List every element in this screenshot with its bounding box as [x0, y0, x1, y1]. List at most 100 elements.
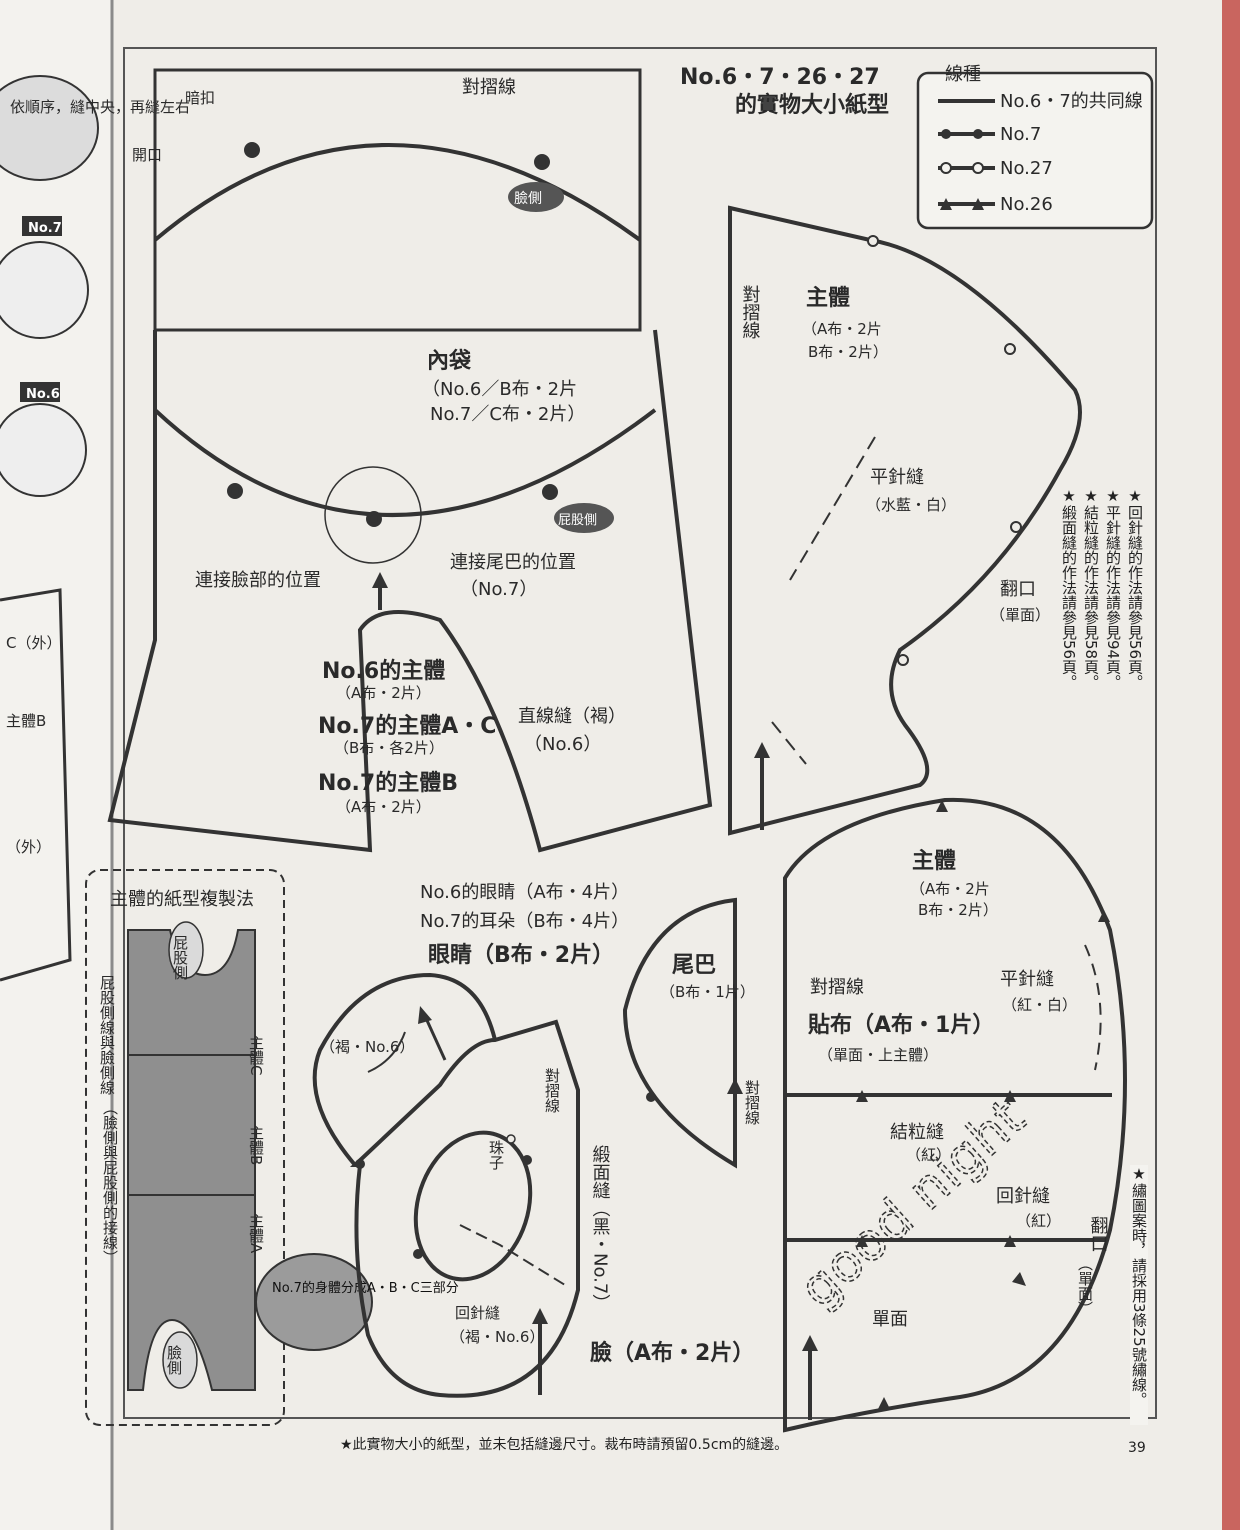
- pattern-frame: [123, 47, 1157, 1419]
- legend-item-3: No.27: [1000, 158, 1053, 179]
- body27-running: 平針縫: [1000, 969, 1054, 990]
- legend-dot-2: [973, 129, 983, 139]
- body26-piece: [728, 205, 1082, 836]
- legend-dot-1: [941, 129, 951, 139]
- copy-face-side: 臉側: [165, 1345, 183, 1375]
- left-outer1: C（外）: [6, 634, 61, 652]
- eyes-line2: No.7的耳朵（B布・4片）: [420, 911, 629, 932]
- back-stitch-face: [459, 1224, 566, 1286]
- body27-tri-7: [1012, 1272, 1026, 1286]
- pupil-circle: [506, 1134, 516, 1144]
- side-note-4: ★緞面縫的作法請參見56頁。: [1060, 487, 1078, 690]
- eyes-face: 臉（A布・2片）: [590, 1340, 754, 1366]
- eyes-line3: 眼睛（B布・2片）: [428, 942, 614, 968]
- eyelashes: [367, 1031, 406, 1073]
- copy-face-bubble: [162, 1331, 198, 1389]
- tail-piece: [622, 897, 737, 1169]
- body7ac-label: No.7的主體A・C: [318, 713, 496, 739]
- embroidery-note: ★繡圖案時，請採用3條25號繡線。: [1130, 1165, 1148, 1425]
- left-bubble-text: 依順序，縫中央，再縫左右: [10, 98, 190, 116]
- body6-sub: （A布・2片）: [336, 684, 431, 702]
- grain-arrow-eye-head: [418, 1006, 432, 1024]
- body6-label: No.6的主體: [322, 658, 445, 684]
- grain-arrow-27-head: [802, 1335, 818, 1351]
- body7ac-sub: （B布・各2片）: [334, 739, 444, 757]
- body27-sub2: B布・2片）: [918, 901, 998, 919]
- copy-bubble-text: No.7的身體分成A・B・C三部分: [272, 1280, 459, 1296]
- body27-tri-6: [1004, 1235, 1016, 1247]
- eyes-fold: 對摺線: [543, 1068, 561, 1113]
- body26-sub1: （A布・2片: [802, 320, 882, 338]
- eyes-line1: No.6的眼睛（A布・4片）: [420, 882, 629, 903]
- legend-box: [916, 71, 1154, 230]
- legend-item-4: No.26: [1000, 194, 1053, 215]
- body27-tri-5: [856, 1235, 868, 1247]
- copy-left-note1: 屁股側線與臉側線: [98, 975, 116, 1095]
- face-side-bubble: [508, 182, 564, 212]
- body26-circle-1: [867, 235, 879, 247]
- body26-opening: 翻口: [1000, 579, 1036, 600]
- body26-running-color: （水藍・白）: [866, 496, 956, 514]
- bottom-side-bubble: [554, 503, 614, 533]
- snap-label: 暗扣: [185, 89, 215, 107]
- legend-circle-1: [940, 162, 952, 174]
- left-outline: [0, 588, 72, 982]
- footer-note: ★此實物大小的紙型，並未包括縫邊尺寸。裁布時請預留0.5cm的縫邊。: [340, 1437, 789, 1453]
- face-dot-1: [355, 1159, 365, 1169]
- legend-circle-2: [972, 162, 984, 174]
- body26-running: 平針縫: [870, 467, 924, 488]
- face-dot-3: [522, 1155, 532, 1165]
- tail-label: 尾巴: [672, 953, 716, 978]
- copy-body-c: 主體C: [247, 1035, 265, 1075]
- legend-tri-1: [940, 198, 952, 210]
- copy-left-note2: （臉側與屁股側的接線）: [101, 1100, 119, 1265]
- body27-opening-sub: （單面）: [1076, 1256, 1094, 1316]
- main-body-piece: [107, 68, 713, 853]
- page-number: 39: [1128, 1440, 1146, 1456]
- tail-position-label: 連接尾巴的位置: [450, 552, 576, 573]
- body27-single: 單面: [872, 1309, 908, 1330]
- body27-fold: 對摺線: [810, 977, 864, 998]
- face-piece: [312, 972, 580, 1398]
- body27-patch: 貼布（A布・1片）: [808, 1012, 994, 1038]
- copy-bottom-bubble: [168, 921, 204, 979]
- side-note-1: ★回針縫的作法請參見56頁。: [1126, 487, 1144, 690]
- tag-no6: [20, 382, 60, 402]
- book-edge: [1222, 0, 1240, 1530]
- body27-tri-1: [936, 800, 948, 812]
- copy-method-box: [85, 869, 285, 1426]
- tail-dot: [646, 1092, 656, 1102]
- pocket-label: 內袋: [427, 348, 472, 374]
- body7b-label: No.7的主體B: [318, 770, 458, 796]
- tag-no7-text: No.7: [28, 221, 62, 236]
- copy-bubble: [255, 1253, 373, 1351]
- body27-patch-sub: （單面・上主體）: [818, 1046, 938, 1064]
- copy-body-shape: [127, 929, 256, 1391]
- body26-fold-label: 對摺線: [740, 285, 761, 339]
- body26-label: 主體: [806, 285, 850, 311]
- eyes-pupil: 珠子: [487, 1140, 505, 1170]
- tag-no6-text: No.6: [26, 387, 60, 402]
- eyes-back: 回針縫: [455, 1304, 500, 1322]
- running-stitch-26b: [771, 721, 807, 765]
- body27-sub1: （A布・2片: [910, 880, 990, 898]
- eyes-back-sub: （褐・No.6）: [450, 1328, 544, 1346]
- body27-back-color: （紅）: [1016, 1212, 1061, 1230]
- tag-no7: [22, 216, 62, 236]
- eyes-brown: （褐・No.6）: [320, 1038, 414, 1056]
- opening-label: 開口: [132, 146, 162, 164]
- body27-french: 結粒縫: [890, 1122, 944, 1143]
- body27-french-color: （紅）: [906, 1146, 951, 1164]
- body27-running-color: （紅・白）: [1002, 996, 1077, 1014]
- pocket-line2: No.7／C布・2片）: [430, 404, 585, 425]
- face-position-label: 連接臉部的位置: [195, 570, 321, 591]
- tail-position-no: （No.7）: [460, 579, 537, 600]
- face-dot-2: [413, 1249, 423, 1259]
- side-note-2: ★平針縫的作法請參見94頁。: [1104, 487, 1122, 690]
- legend-item-1: No.6・7的共同線: [1000, 91, 1143, 112]
- legend-item-2: No.7: [1000, 124, 1041, 145]
- pocket-line1: （No.6／B布・2片: [422, 379, 577, 400]
- grain-arrow-26-head: [754, 742, 770, 758]
- body26-opening-sub: （單面）: [990, 606, 1050, 624]
